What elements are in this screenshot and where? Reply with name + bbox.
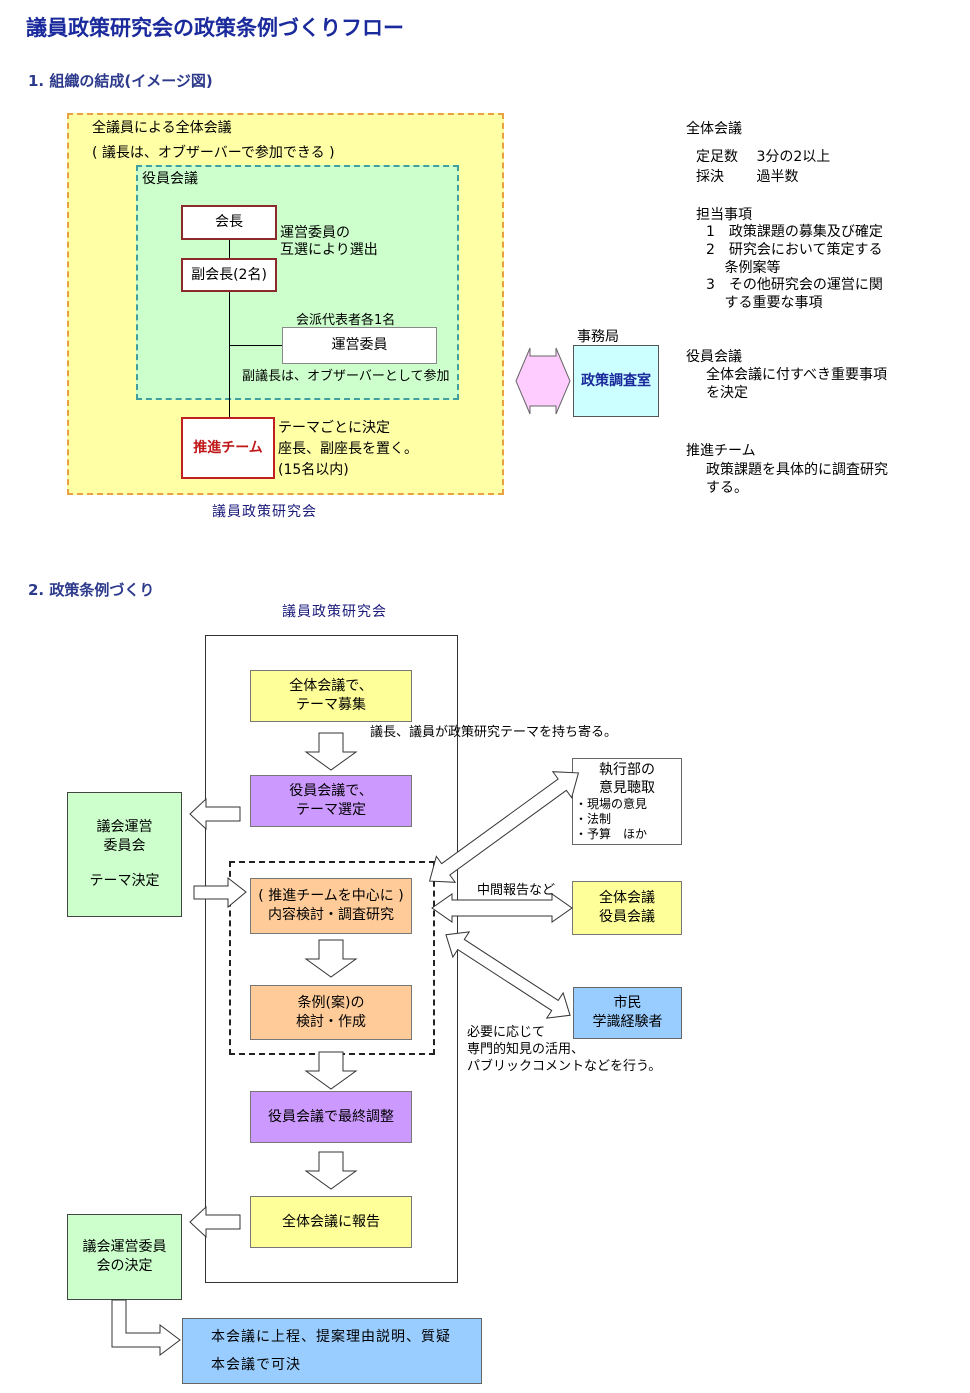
secretariat-box: 政策調査室 [573, 345, 659, 417]
down-arrow-1 [304, 732, 358, 771]
rp-team-desc: 政策課題を具体的に調査研究 [706, 462, 888, 478]
org-name-label: 議員政策研究会 [212, 504, 317, 520]
team-box: 推進チーム [181, 417, 275, 479]
faction-note: 会派代表者各1名 [296, 313, 396, 328]
rp-duty: する重要な事項 [706, 295, 823, 311]
team-note-1: テーマごとに決定 [278, 420, 390, 436]
rp-team-desc: する。 [706, 480, 748, 496]
step1-note: 議長、議員が政策研究テーマを持ち寄る。 [370, 725, 618, 740]
left-arrow-decision [189, 1205, 241, 1239]
plenary-note: ( 議長は、オブザーバーで参加できる ) [92, 145, 335, 161]
council-decision-line2: 会の決定 [96, 1258, 153, 1274]
plenary-title: 全議員による全体会議 [92, 120, 232, 136]
election-note-1: 運営委員の [280, 225, 350, 241]
citizens-line1: 市民 [613, 995, 642, 1011]
exec-item: ・予算 ほか [575, 827, 648, 841]
citizens-box: 市民 学識経験者 [573, 987, 682, 1039]
board-title: 役員会議 [142, 171, 198, 187]
down-arrow-2 [304, 939, 358, 978]
step-report: 全体会議に報告 [250, 1196, 412, 1248]
council-committee-line2: 委員会 [103, 838, 146, 854]
section2-heading: 2. 政策条例づくり [28, 581, 155, 599]
line-chair-vice [229, 240, 230, 258]
chair-box: 会長 [181, 205, 277, 240]
interim-note: 中間報告など [477, 883, 556, 898]
expert-note-1: 必要に応じて [467, 1025, 546, 1040]
step-theme-select-line2: テーマ選定 [296, 802, 366, 818]
right-arrow-research [193, 876, 247, 909]
rp-plenary-title: 全体会議 [686, 121, 742, 137]
secretariat-label: 事務局 [577, 329, 619, 345]
team-note-2: 座長、副座長を置く。 [278, 441, 418, 457]
step-theme-call: 全体会議で、 テーマ募集 [250, 670, 412, 722]
bent-arrow-final [111, 1299, 181, 1356]
citizens-line2: 学識経験者 [592, 1014, 663, 1030]
step-draft: 条例(案)の 検討・作成 [250, 985, 412, 1040]
vice-speaker-note: 副議長は、オブザーバーとして参加 [242, 369, 450, 384]
step-research: ( 推進チームを中心に ) 内容検討・調査研究 [250, 878, 412, 934]
exec-item: ・法制 [575, 812, 612, 826]
step-theme-select-line1: 役員会議で、 [289, 783, 373, 799]
vice-chair-box: 副会長(2名) [181, 258, 277, 292]
page-title: 議員政策研究会の政策条例づくりフロー [26, 16, 404, 40]
rp-vote: 採決 過半数 [696, 169, 799, 185]
rp-team-title: 推進チーム [686, 443, 756, 459]
double-arrow-interim [431, 893, 573, 923]
step-research-line2: 内容検討・調査研究 [268, 907, 394, 923]
final-box: 本会議に上程、提案理由説明、質疑 本会議で可決 [182, 1318, 482, 1384]
election-note-2: 互選により選出 [280, 242, 378, 258]
expert-note-2: 専門的知見の活用、 [467, 1042, 585, 1057]
council-decision-line1: 議会運営委員 [82, 1239, 167, 1255]
team-note-3: (15名以内) [278, 462, 349, 478]
down-arrow-3 [304, 1051, 358, 1090]
council-committee-box: 議会運営 委員会 テーマ決定 [67, 792, 182, 917]
step-theme-call-line1: 全体会議で、 [289, 678, 373, 694]
committee-box: 運営委員 [282, 327, 437, 364]
rp-board-title: 役員会議 [686, 349, 742, 365]
step-theme-select: 役員会議で、 テーマ選定 [250, 775, 412, 827]
line-vice-team [229, 292, 230, 417]
rp-duty: 3 その他研究会の運営に関 [706, 277, 883, 293]
final-line1: 本会議に上程、提案理由説明、質疑 [211, 1329, 451, 1345]
double-arrow-secretariat [515, 347, 571, 415]
exec-title-1: 執行部の [599, 762, 655, 778]
rp-board-desc: を決定 [706, 385, 748, 401]
council-decision-box: 議会運営委員 会の決定 [67, 1214, 182, 1300]
step-draft-line2: 検討・作成 [296, 1013, 366, 1030]
container-label: 議員政策研究会 [282, 604, 387, 620]
exec-title-2: 意見聴取 [599, 780, 655, 796]
exec-item: ・現場の意見 [575, 797, 648, 811]
final-line2: 本会議で可決 [211, 1357, 301, 1373]
exec-box: 執行部の 意見聴取 ・現場の意見 ・法制 ・予算 ほか [572, 758, 682, 845]
rp-duty: 1 政策課題の募集及び確定 [706, 224, 883, 240]
step-final-adjust: 役員会議で最終調整 [250, 1091, 412, 1143]
council-committee-line4: テーマ決定 [89, 873, 160, 889]
section1-heading: 1. 組織の結成(イメージ図) [28, 72, 213, 90]
step-research-line1: ( 推進チームを中心に ) [258, 888, 404, 904]
plenary-board-box: 全体会議 役員会議 [572, 881, 682, 935]
rp-duty: 条例案等 [706, 260, 781, 276]
council-committee-line1: 議会運営 [96, 819, 153, 835]
line-to-committee [229, 345, 282, 346]
plenary-board-line2: 役員会議 [599, 909, 655, 925]
plenary-board-line1: 全体会議 [599, 890, 655, 906]
rp-board-desc: 全体会議に付すべき重要事項 [706, 367, 888, 383]
rp-quorum: 定足数 3分の2以上 [696, 149, 831, 165]
expert-note-3: パブリックコメントなどを行う。 [467, 1059, 662, 1074]
step-theme-call-line2: テーマ募集 [296, 697, 366, 713]
step-draft-line1: 条例(案)の [297, 994, 365, 1011]
double-arrow-exec [428, 771, 580, 883]
rp-duties-title: 担当事項 [696, 207, 752, 223]
double-arrow-citizens [445, 931, 571, 1019]
rp-duty: 2 研究会において策定する [706, 242, 883, 258]
down-arrow-4 [304, 1151, 358, 1190]
left-arrow-committee [189, 797, 241, 831]
